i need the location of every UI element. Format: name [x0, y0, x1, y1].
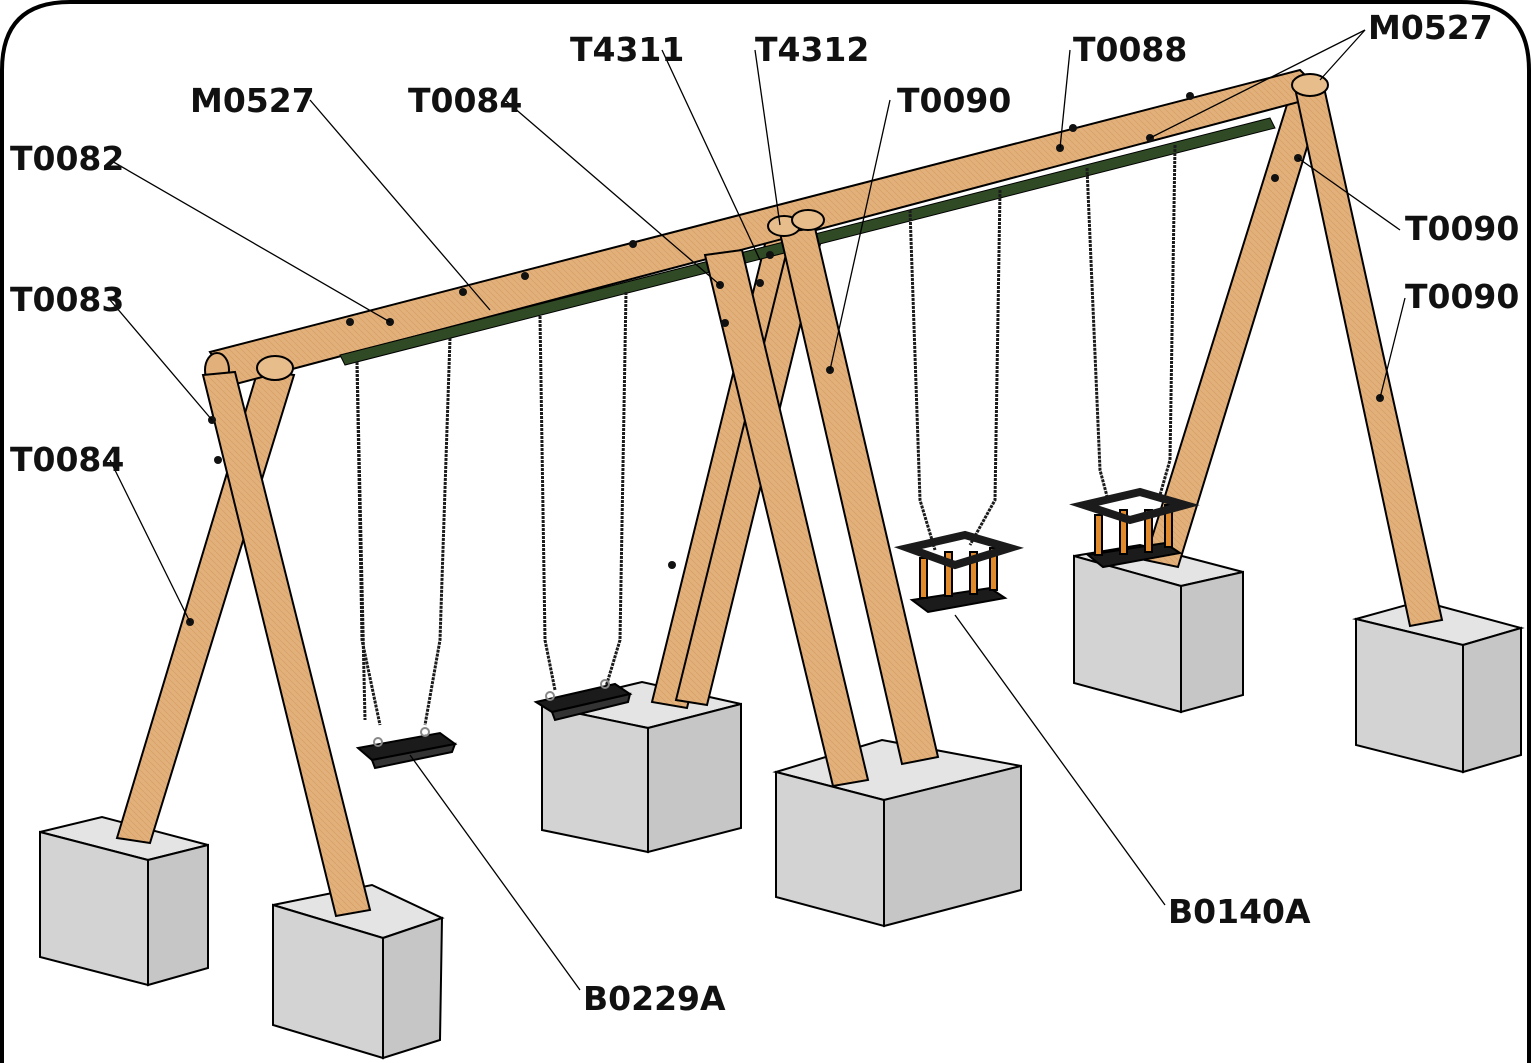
safety-swing-seat-right [1069, 487, 1200, 569]
flat-swing-seat-left [355, 727, 458, 770]
label-t0083: T0083 [10, 280, 125, 319]
label-t0082: T0082 [10, 139, 125, 178]
label-b0140a: B0140A [1168, 892, 1311, 931]
concrete-block-right [1352, 599, 1525, 774]
concrete-block-right-middle [1073, 543, 1244, 714]
label-t0090-center: T0090 [897, 81, 1012, 120]
label-t0084-left: T0084 [10, 440, 125, 479]
label-t0090-right-lower: T0090 [1405, 277, 1520, 316]
concrete-block-center [772, 738, 1022, 928]
label-t0084-top: T0084 [408, 81, 523, 120]
wooden-legs-front [201, 86, 1444, 918]
concrete-block-left-front [39, 815, 209, 987]
swing-ropes [355, 144, 1177, 726]
label-t4311: T4311 [570, 30, 685, 69]
leader-lines [109, 29, 1406, 991]
label-t0090-right-upper: T0090 [1405, 209, 1520, 248]
leg-top-caps [256, 73, 1329, 381]
label-m0527-top-right: M0527 [1368, 8, 1493, 47]
label-m0527-left: M0527 [190, 81, 315, 120]
label-b0229a: B0229A [583, 979, 726, 1018]
label-t0088: T0088 [1073, 30, 1188, 69]
label-t4312: T4312 [755, 30, 870, 69]
flat-swing-seat-middle [533, 679, 633, 722]
safety-swing-seat-center [893, 530, 1024, 614]
